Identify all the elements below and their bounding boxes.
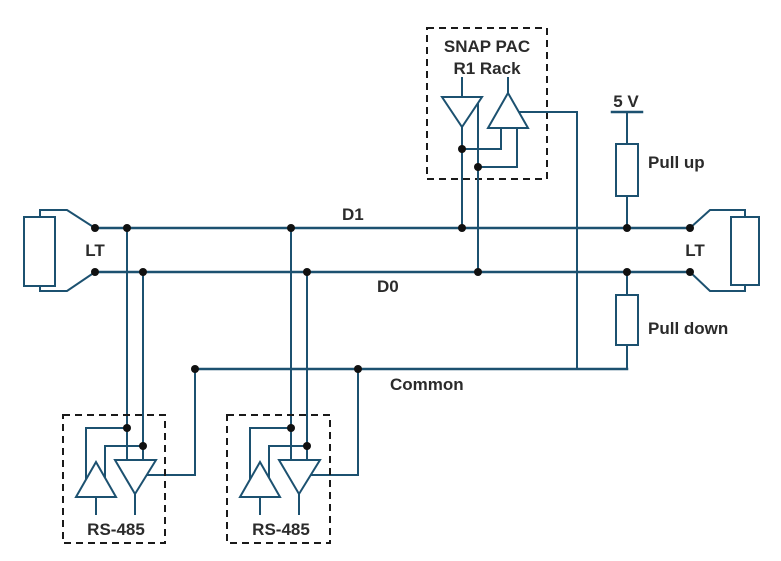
junction-dot [287,224,295,232]
snap-receiver-triangle-icon [486,90,530,129]
five-volt-label: 5 V [613,92,639,111]
junction-dot [458,145,466,153]
pull-up-resistor [615,143,639,197]
left-terminator-resistor [23,216,56,287]
junction-dot [287,424,295,432]
pull-down: Pull down [615,271,728,370]
junction-dot [303,442,311,450]
snap-receiver-left-input-wire [461,127,502,150]
junction-dot [354,365,362,373]
junction-dot [458,224,466,232]
left-terminator-bottom-lead [39,270,97,292]
right-terminator-resistor [730,216,760,286]
junction-dot [139,268,147,276]
junction-dot [474,268,482,276]
rs485-1-label: RS-485 [87,520,145,539]
rs485-2-driver-d1-wire [249,427,292,481]
bus-lines: D1 D0 Common [93,205,692,394]
snap-receiver-right-input-wire [477,127,518,168]
junction-dot [474,163,482,171]
junction-dot [191,365,199,373]
pull-up-label: Pull up [648,153,705,172]
junction-dot [303,268,311,276]
snap-pac-label-line1: SNAP PAC [444,37,530,56]
rs485-2-label: RS-485 [252,520,310,539]
rs485-2-dashed-box [226,414,331,544]
rs485-1-dashed-box [62,414,166,544]
snap-driver-triangle-icon [440,96,484,129]
rs485-1-driver-d0-wire [104,445,144,479]
rs485-node-2: RS-485 [226,227,359,544]
rs485-2-driver-triangle-icon [238,459,282,498]
right-terminator: LT [685,209,760,292]
rs485-1-common-wire [146,368,196,476]
snap-pac-dashed-box [426,27,548,180]
junction-dot [623,224,631,232]
junction-dot [686,224,694,232]
junction-dot [123,424,131,432]
junction-dot [123,224,131,232]
snap-receiver-to-common-wire [518,111,578,370]
left-terminator: LT [23,209,105,292]
junction-dots [91,145,694,450]
rs485-2-receiver-triangle-icon [277,459,322,496]
d0-label: D0 [377,277,399,296]
rs485-node-1: RS-485 [62,227,196,544]
junction-dot [623,268,631,276]
junction-dot [91,268,99,276]
right-terminator-bottom-lead [688,270,746,292]
rs485-1-driver-triangle-icon [74,459,118,498]
snap-pac-rack: SNAP PAC R1 Rack [426,27,578,370]
right-terminator-top-lead [688,209,746,230]
pull-down-resistor [615,294,639,346]
junction-dot [91,224,99,232]
left-terminator-label: LT [85,241,105,260]
common-label: Common [390,375,464,394]
rs485-1-driver-d1-wire [85,427,128,481]
junction-dot [139,442,147,450]
pull-up: 5 V Pull up [610,92,705,229]
right-terminator-label: LT [685,241,705,260]
snap-pac-label-line2: R1 Rack [453,59,521,78]
d1-label: D1 [342,205,364,224]
left-terminator-top-lead [39,209,97,230]
rs485-1-receiver-triangle-icon [113,459,158,496]
rs485-2-common-wire [310,368,359,476]
junction-dot [686,268,694,276]
rs485-2-driver-d0-wire [268,445,308,479]
pull-down-label: Pull down [648,319,728,338]
